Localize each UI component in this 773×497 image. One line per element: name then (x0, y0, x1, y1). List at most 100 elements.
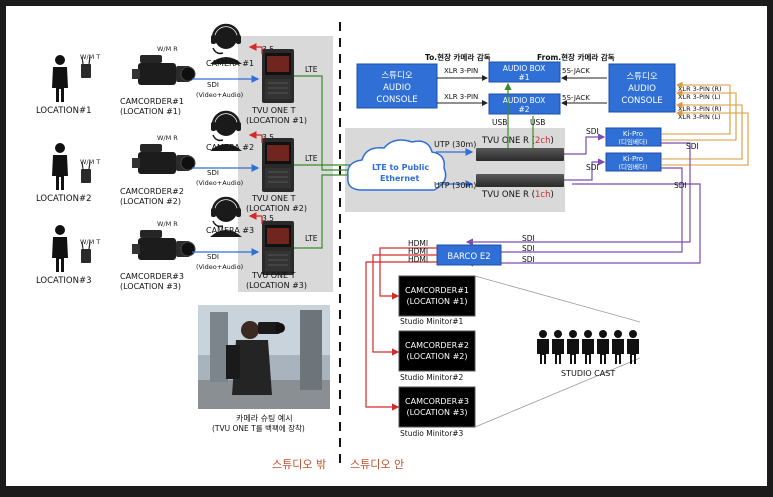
tvu-one-t-device-icon (261, 48, 295, 104)
sdi-label-barco-2: SDI (522, 244, 535, 253)
camcorder-location-label: (LOCATION #2) (120, 197, 181, 206)
xlr-right-4: XLR 3-PIN (L) (678, 113, 721, 121)
xlr-label-2: XLR 3-PIN (444, 93, 478, 101)
monitor-1-line1: CAMCORDER#1 (405, 286, 469, 295)
lte-line-1 (294, 75, 352, 171)
tvu-one-r-2ch-label: TVU ONE R (2ch) (481, 136, 554, 146)
monitor-3-label: Studio Minitor#3 (400, 429, 464, 438)
photo-caption-title: 카메라 슈팅 예시 (236, 413, 293, 423)
lte-cloud (347, 139, 447, 191)
usb-label-2: USB (530, 118, 545, 127)
jack-label-1: 5S-JACK (562, 67, 590, 75)
tvu-one-r-1ch-label: TVU ONE R (1ch) (481, 190, 554, 200)
studio-monitor-1 (398, 275, 476, 317)
ki-pro-2 (605, 152, 662, 172)
console-left-line3: CONSOLE (376, 95, 417, 105)
xlr-label-1: XLR 3-PIN (444, 67, 478, 75)
tvu-label: TVU ONE T (251, 271, 296, 280)
sdi-label-kipro-1: SDI (586, 127, 599, 136)
audio-box-1-line1: AUDIO BOX (503, 64, 545, 73)
console-right-line1: 스튜디오 (626, 72, 657, 82)
ki-pro-2-line1: Ki-Pro (623, 155, 643, 163)
camcorder-label: CAMCORDER#3 (120, 272, 184, 281)
sdi-kipro-to-barco-3 (465, 183, 701, 267)
view-cone-bottom-line (474, 357, 641, 428)
wmr-label: W/M R (157, 220, 178, 228)
audio-box-2 (488, 93, 561, 115)
monitor-1-line2: (LOCATION #1) (406, 297, 467, 306)
tvu-one-r-2ch-rack (476, 148, 564, 161)
camera-label: CAMERA #2 (206, 143, 254, 152)
sdi-label-kipro-2: SDI (586, 163, 599, 172)
monitor-1-label: Studio Minitor#1 (400, 317, 464, 326)
monitor-2-line1: CAMCORDER#2 (405, 341, 469, 350)
hdmi-label-2: HDMI (408, 247, 428, 256)
tvu-label: TVU ONE T (251, 194, 296, 203)
utp-label-1: UTP (30m) (434, 140, 476, 149)
sdi-kipro-to-barco-2 (465, 167, 683, 256)
tvu-one-r-1ch-rack (476, 174, 564, 187)
tvu-label: TVU ONE T (251, 106, 296, 115)
wmt-label: W/M T (80, 53, 100, 61)
view-cone-top-line (474, 275, 641, 323)
sdi-tvu-to-kipro-2 (564, 158, 606, 181)
location-label: LOCATION#2 (36, 194, 92, 204)
location-label: LOCATION#1 (36, 106, 92, 116)
studio-audio-console-right (608, 63, 676, 113)
ki-pro-1 (605, 127, 662, 147)
sdi-kipro-to-barco-1 (465, 142, 691, 246)
sdi-label: SDI (207, 253, 219, 261)
cloud-label-line1: LTE to Public (372, 163, 429, 172)
sdi-sub-label: (Video+Audio) (196, 263, 243, 271)
sdi-label-barco-1: SDI (522, 234, 535, 243)
sdi-tvu-to-kipro-1 (564, 133, 606, 155)
camcorder-label: CAMCORDER#2 (120, 187, 184, 196)
hdmi-line-2 (372, 254, 437, 356)
shooting-example-photo (198, 305, 330, 409)
sdi-label-out-2: SDI (674, 181, 687, 190)
location-label: LOCATION#3 (36, 276, 92, 286)
studio-cast-label: STUDIO CAST (561, 369, 615, 378)
location-row-1: W/M T LOCATION#1 W/M R CAMCORDER#1 (LOCA… (36, 23, 318, 125)
sdi-sub-label: (Video+Audio) (196, 179, 243, 187)
jack-label: 3.5 (262, 214, 274, 223)
xlr-right-2: XLR 3-PIN (L) (678, 93, 721, 101)
photo-caption-subtitle: (TVU ONE T를 백팩에 장착) (212, 423, 305, 433)
cloud-label-line2: Ethernet (380, 174, 419, 183)
wmr-label: W/M R (157, 45, 178, 53)
wmt-label: W/M T (80, 238, 100, 246)
ki-pro-2-line2: (디임베더) (619, 162, 648, 171)
camcorder-location-label: (LOCATION #1) (120, 107, 181, 116)
camcorder-label: CAMCORDER#1 (120, 97, 184, 106)
inside-studio-label: 스튜디오 안 (350, 458, 404, 471)
camera-label: CAMERA #3 (206, 226, 254, 235)
monitor-3-line2: (LOCATION #3) (406, 408, 467, 417)
sdi-label-barco-3: SDI (522, 255, 535, 264)
lte-line-3 (294, 174, 352, 249)
to-director-label: To.현장 카메라 감독 (425, 52, 491, 62)
wmr-label: W/M R (157, 134, 178, 142)
tvu-location-label: (LOCATION #3) (246, 281, 307, 290)
hdmi-line-3 (365, 261, 437, 411)
lte-uplink-lines (294, 75, 352, 249)
usb-label-1: USB (492, 118, 507, 127)
utp-label-2: UTP (30m) (434, 181, 476, 190)
audio-box-2-line1: AUDIO BOX (503, 96, 545, 105)
wmt-label: W/M T (80, 158, 100, 166)
console-left-line2: AUDIO (383, 83, 411, 93)
hdmi-line-1 (379, 247, 437, 300)
xlr-right-3: XLR 3-PIN (R) (678, 105, 722, 113)
audio-box-1 (488, 61, 561, 83)
studio-monitor-2 (398, 330, 476, 372)
ki-pro-1-line2: (디임베더) (619, 137, 648, 146)
location-row-3: W/M T LOCATION#3 W/M R CAMCORDER#3 (LOCA… (36, 196, 318, 291)
studio-monitor-3 (398, 386, 476, 428)
tvu-location-label: (LOCATION #2) (246, 204, 307, 213)
studio-audio-console-left (356, 63, 438, 109)
audio-box-2-line2: #2 (518, 105, 529, 114)
console-right-line2: AUDIO (628, 84, 656, 94)
console-left-line1: 스튜디오 (381, 71, 412, 81)
camcorder-location-label: (LOCATION #3) (120, 282, 181, 291)
